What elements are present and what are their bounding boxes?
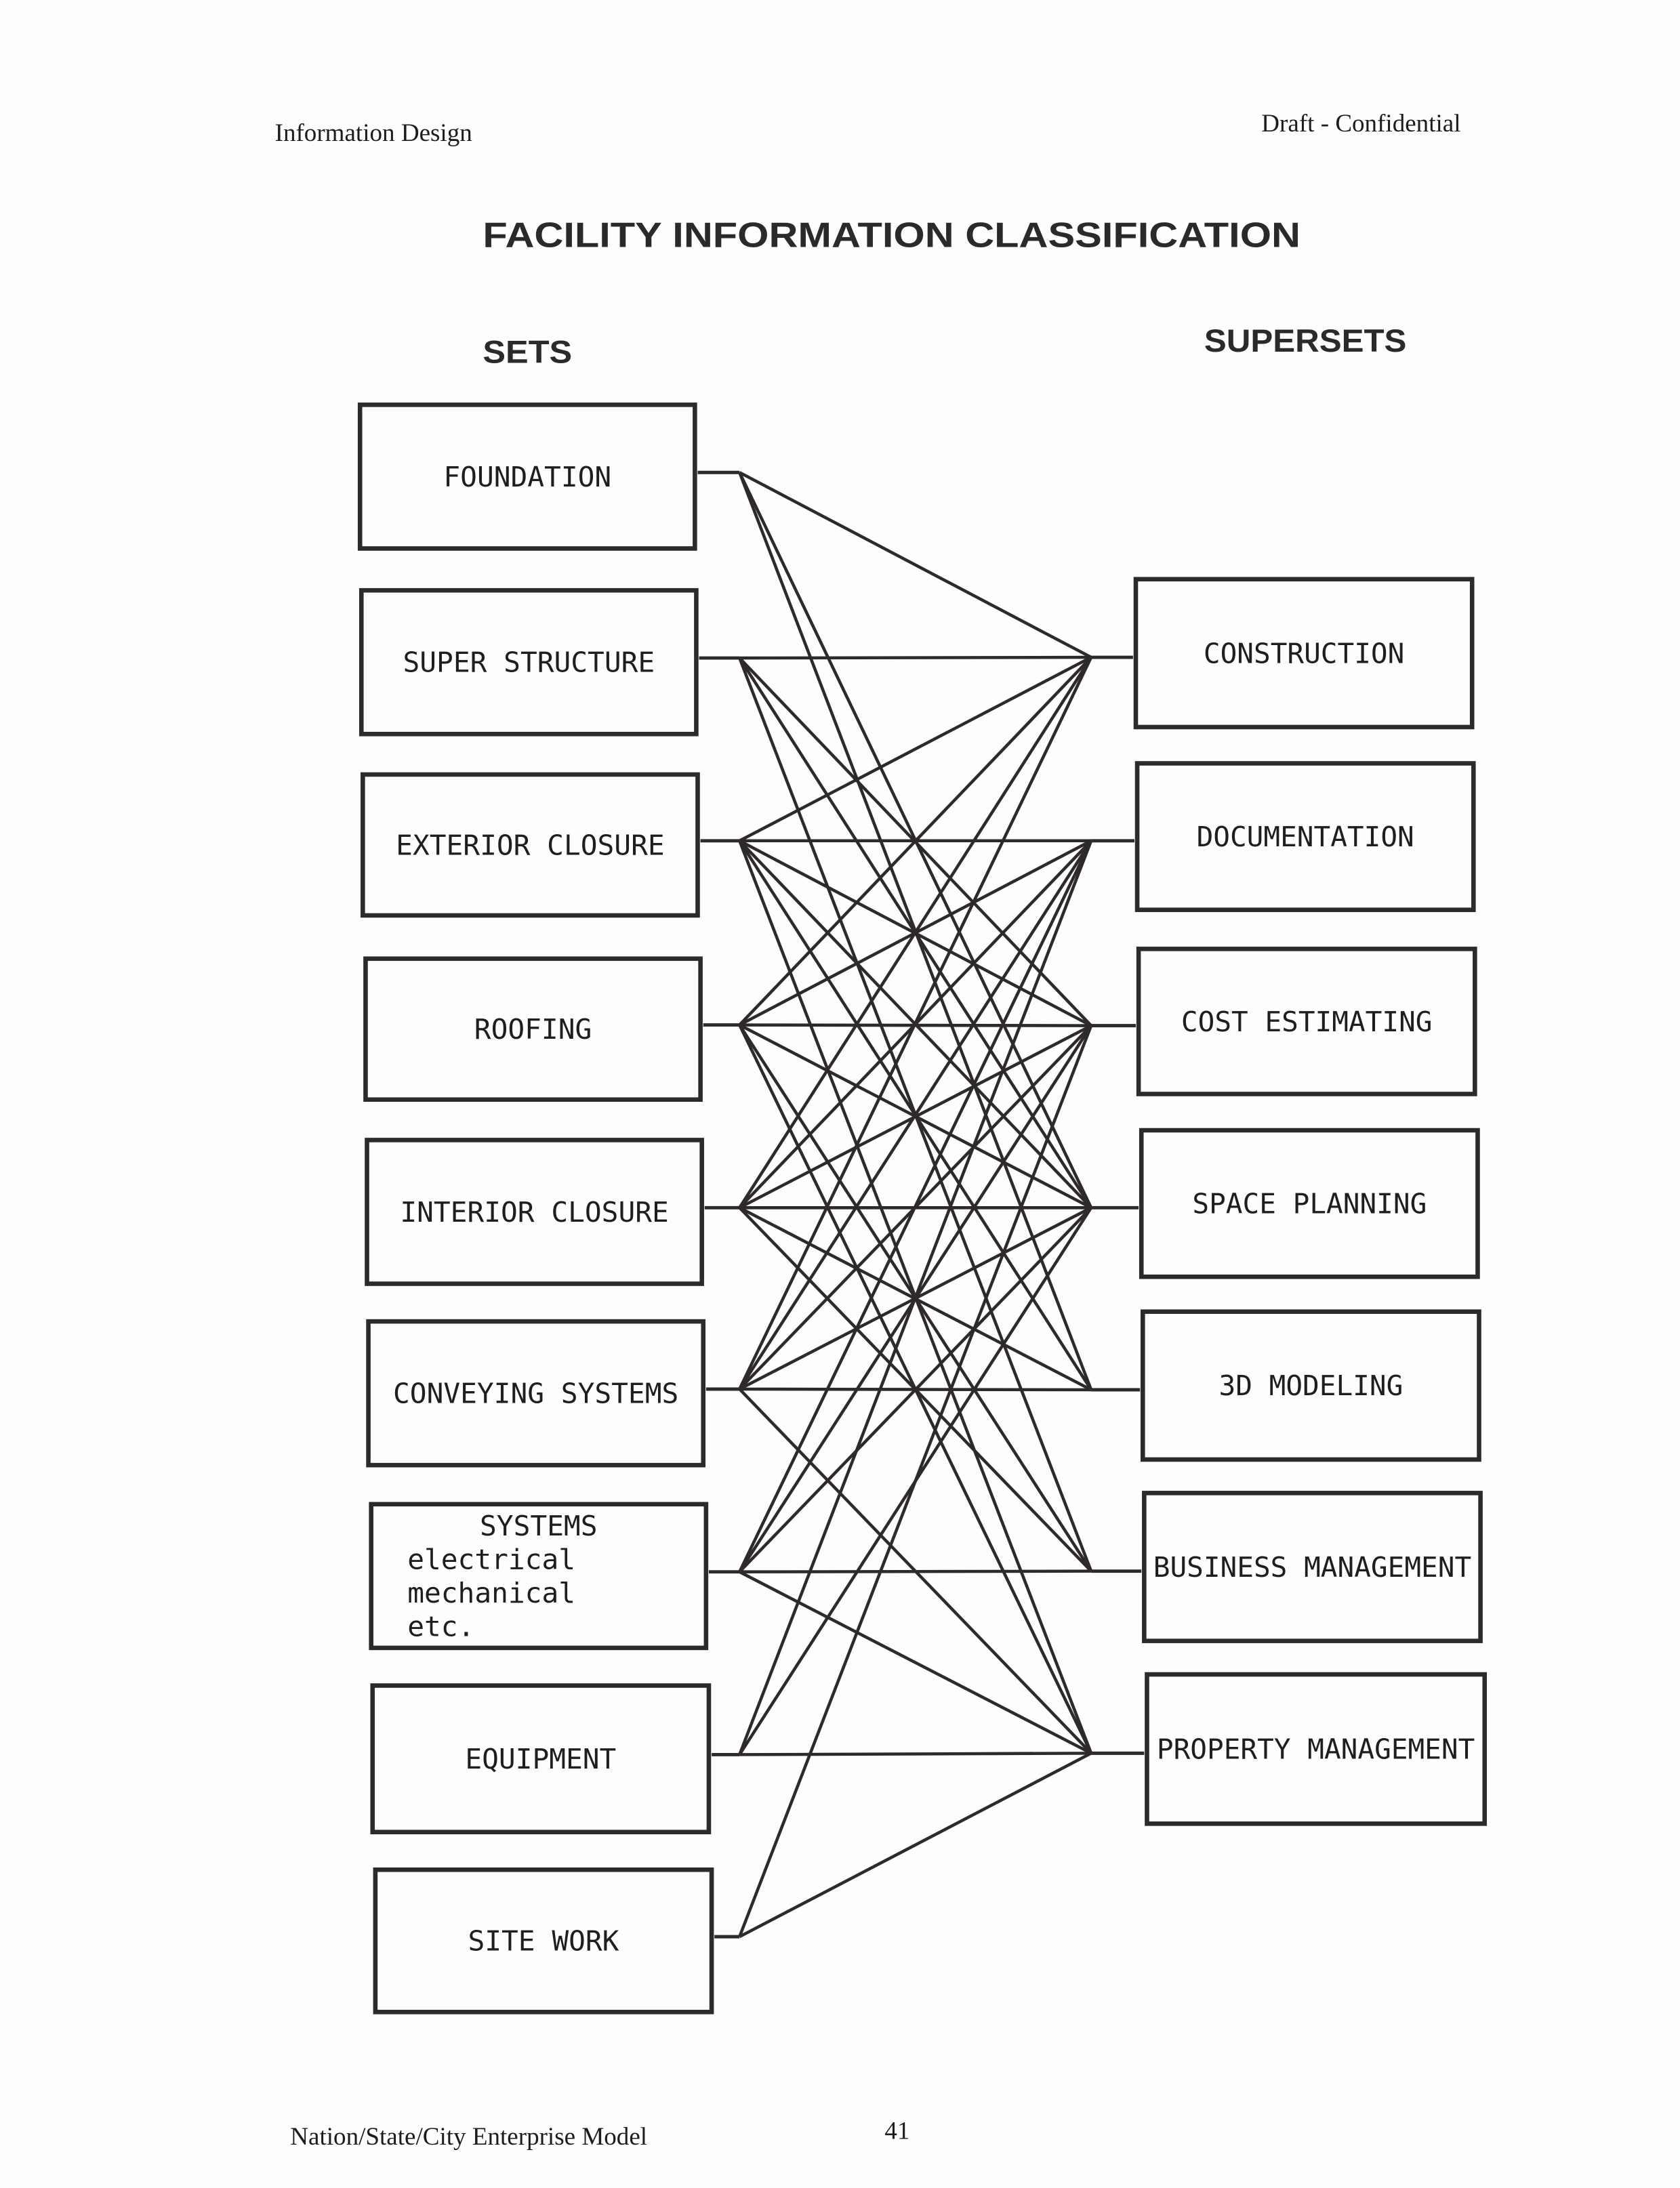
connection-edge: [739, 471, 1092, 659]
superset-label: COST ESTIMATING: [1181, 1006, 1433, 1038]
connection-edge: [739, 1569, 1092, 1573]
set-label: EQUIPMENT: [465, 1743, 616, 1775]
superset-label: 3D MODELING: [1219, 1369, 1404, 1402]
header-right: Draft - Confidential: [1261, 110, 1460, 138]
set-label: CONVEYING SYSTEMS: [393, 1378, 678, 1410]
superset-box-border: [1139, 1128, 1480, 1279]
set-label: ROOFING: [474, 1013, 592, 1046]
set-label: electrical: [407, 1544, 575, 1576]
set-label: mechanical: [407, 1577, 575, 1609]
set-box-border: [358, 587, 699, 737]
superset-box-border: [1136, 947, 1477, 1096]
connection-lines: [738, 471, 1093, 1939]
superset-label: CONSTRUCTION: [1204, 637, 1404, 669]
superset-box: COST ESTIMATING: [1091, 947, 1477, 1096]
set-box-border: [357, 402, 697, 551]
connection-edge: [738, 1025, 1093, 1937]
set-box: ROOFING: [363, 956, 740, 1102]
set-label: SUPER STRUCTURE: [403, 646, 655, 679]
superset-box: DOCUMENTATION: [1091, 761, 1476, 913]
set-box: FOUNDATION: [357, 402, 740, 551]
sets-heading: SETS: [483, 335, 572, 371]
superset-label: SPACE PLANNING: [1192, 1188, 1427, 1220]
header-left: Information Design: [275, 119, 472, 147]
connection-edge: [739, 1752, 1092, 1939]
set-box: EQUIPMENT: [370, 1683, 740, 1834]
page-title: FACILITY INFORMATION CLASSIFICATION: [483, 215, 1300, 255]
superset-label: DOCUMENTATION: [1197, 821, 1414, 853]
set-label: INTERIOR CLOSURE: [400, 1196, 668, 1229]
set-box-border: [363, 956, 703, 1102]
supersets-heading: SUPERSETS: [1204, 323, 1407, 359]
connection-edge: [738, 840, 1093, 1756]
footer-left: Nation/State/City Enterprise Model: [290, 2123, 647, 2151]
set-box-border: [370, 1683, 712, 1834]
superset-label: PROPERTY MANAGEMENT: [1157, 1733, 1475, 1766]
superset-box-border: [1142, 1491, 1483, 1643]
supersets-column: CONSTRUCTION DOCUMENTATION COST ESTIMATING…: [1091, 577, 1488, 1826]
connection-edge: [739, 1570, 1092, 1755]
superset-box-border: [1141, 1309, 1481, 1462]
set-box: INTERIOR CLOSURE: [365, 1138, 740, 1286]
set-box: EXTERIOR CLOSURE: [361, 772, 740, 918]
connection-edge: [738, 657, 1093, 1390]
set-label: etc.: [407, 1610, 474, 1643]
set-box-border: [365, 1138, 704, 1286]
page-number: 41: [884, 2118, 909, 2145]
set-box: CONVEYING SYSTEMS: [366, 1319, 740, 1468]
set-label: EXTERIOR CLOSURE: [396, 829, 664, 861]
set-box-border: [373, 1867, 714, 2015]
superset-box: PROPERTY MANAGEMENT: [1091, 1672, 1488, 1826]
connection-edge: [739, 1752, 1092, 1756]
set-box-border: [369, 1502, 709, 1651]
set-label: FOUNDATION: [443, 461, 611, 493]
set-box-border: [361, 772, 700, 918]
connection-edge: [739, 655, 1092, 660]
connection-edge: [738, 1206, 1092, 1573]
superset-box: SPACE PLANNING: [1091, 1128, 1480, 1279]
set-label: SITE WORK: [468, 1925, 619, 1958]
set-box: SITE WORK: [373, 1867, 740, 2015]
connection-edge: [738, 656, 1093, 1209]
sets-column: FOUNDATION SUPER STRUCTURE EXTERIOR CLOSUR…: [357, 402, 740, 2015]
superset-box: CONSTRUCTION: [1091, 577, 1475, 730]
connection-edge: [738, 840, 1093, 1573]
set-box-border: [366, 1319, 706, 1468]
superset-box: 3D MODELING: [1091, 1309, 1481, 1462]
set-box: SUPER STRUCTURE: [358, 587, 740, 737]
set-label: SYSTEMS: [480, 1510, 597, 1542]
connection-edge: [738, 656, 1092, 1027]
connection-edge: [738, 840, 1093, 1390]
connection-edge: [739, 656, 1092, 842]
superset-box-border: [1133, 577, 1475, 730]
superset-label: BUSINESS MANAGEMENT: [1153, 1551, 1471, 1584]
superset-box-border: [1134, 761, 1476, 913]
superset-box: BUSINESS MANAGEMENT: [1091, 1491, 1483, 1643]
superset-box-border: [1145, 1672, 1488, 1826]
